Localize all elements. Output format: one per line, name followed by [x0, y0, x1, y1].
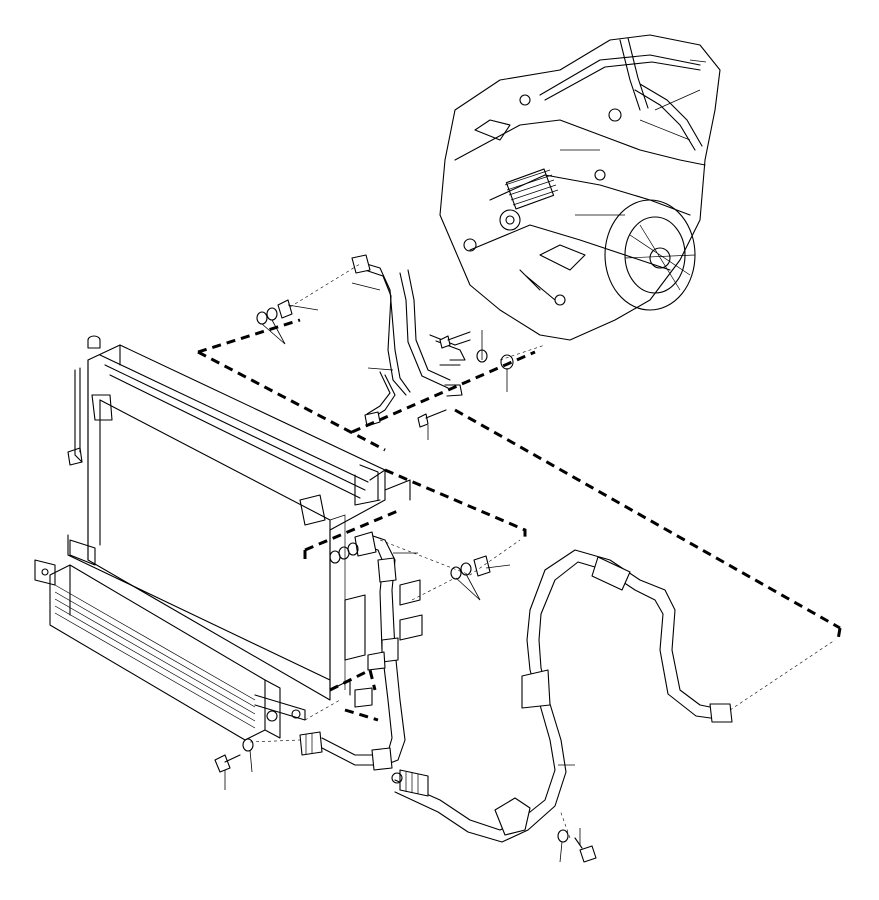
- lower-oil-hose: [299, 531, 733, 843]
- leader-lines: [224, 59, 707, 863]
- upper-oil-lines: [351, 254, 471, 427]
- fittings-and-seals: [242, 299, 569, 843]
- radiator: [67, 335, 423, 701]
- mounting-bolts: [214, 331, 597, 863]
- transmission-oil-cooler: [34, 559, 306, 741]
- assembly-dashed-lines: [197, 263, 842, 839]
- automatic-transmission: [439, 34, 721, 341]
